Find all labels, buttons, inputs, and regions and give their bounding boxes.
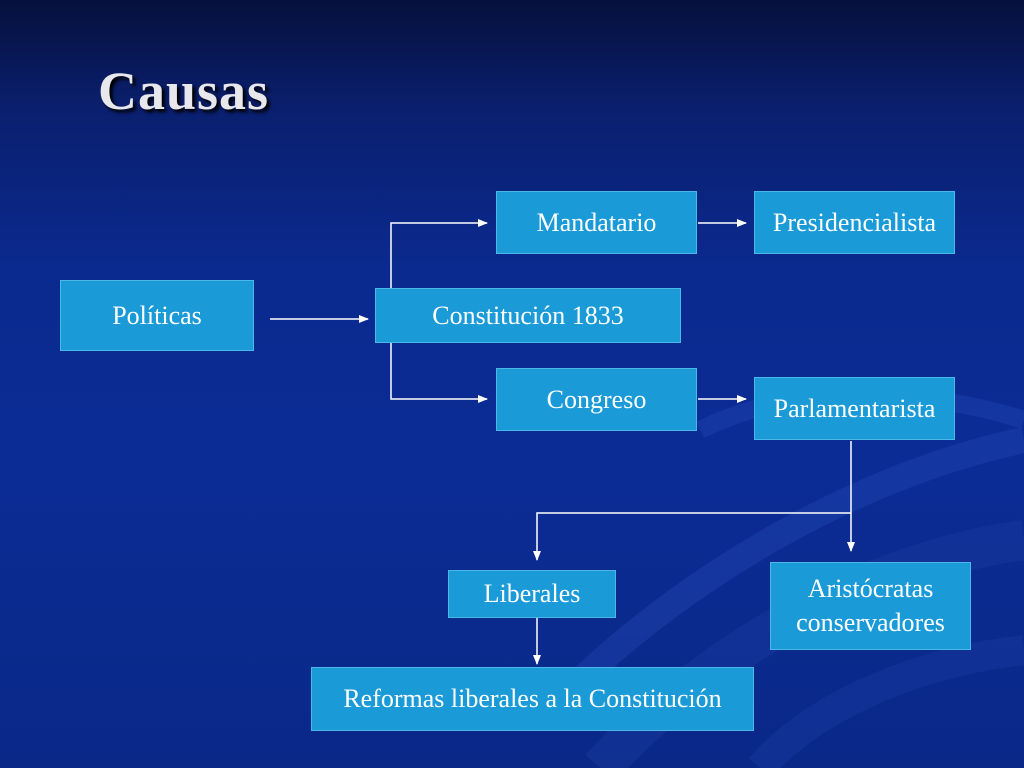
node-mandatario: Mandatario (496, 191, 697, 254)
node-reformas-liberales: Reformas liberales a la Constitución (311, 667, 754, 731)
node-parlamentarista: Parlamentarista (754, 377, 955, 440)
node-constitucion-label: Constitución 1833 (432, 300, 624, 330)
node-presidencialista-label: Presidencialista (772, 207, 937, 237)
node-liberales-label: Liberales (483, 579, 581, 609)
node-constitucion-1833: Constitución 1833 (375, 288, 681, 343)
node-aristocratas-conservadores: Aristócratas conservadores (770, 562, 971, 650)
node-aristocratas-label-line2: conservadores (796, 608, 945, 637)
node-mandatario-label: Mandatario (536, 207, 657, 237)
node-liberales: Liberales (448, 570, 616, 618)
node-congreso-label: Congreso (546, 385, 647, 414)
node-presidencialista: Presidencialista (754, 191, 955, 254)
node-politicas-label: Políticas (112, 300, 202, 330)
node-politicas: Políticas (60, 280, 254, 351)
slide-title: Causas (98, 61, 270, 121)
node-congreso: Congreso (496, 368, 697, 431)
node-parlamentarista-label: Parlamentarista (773, 393, 936, 423)
node-reformas-label: Reformas liberales a la Constitución (343, 684, 722, 714)
node-aristocratas-label-line1: Aristócratas (807, 574, 934, 604)
